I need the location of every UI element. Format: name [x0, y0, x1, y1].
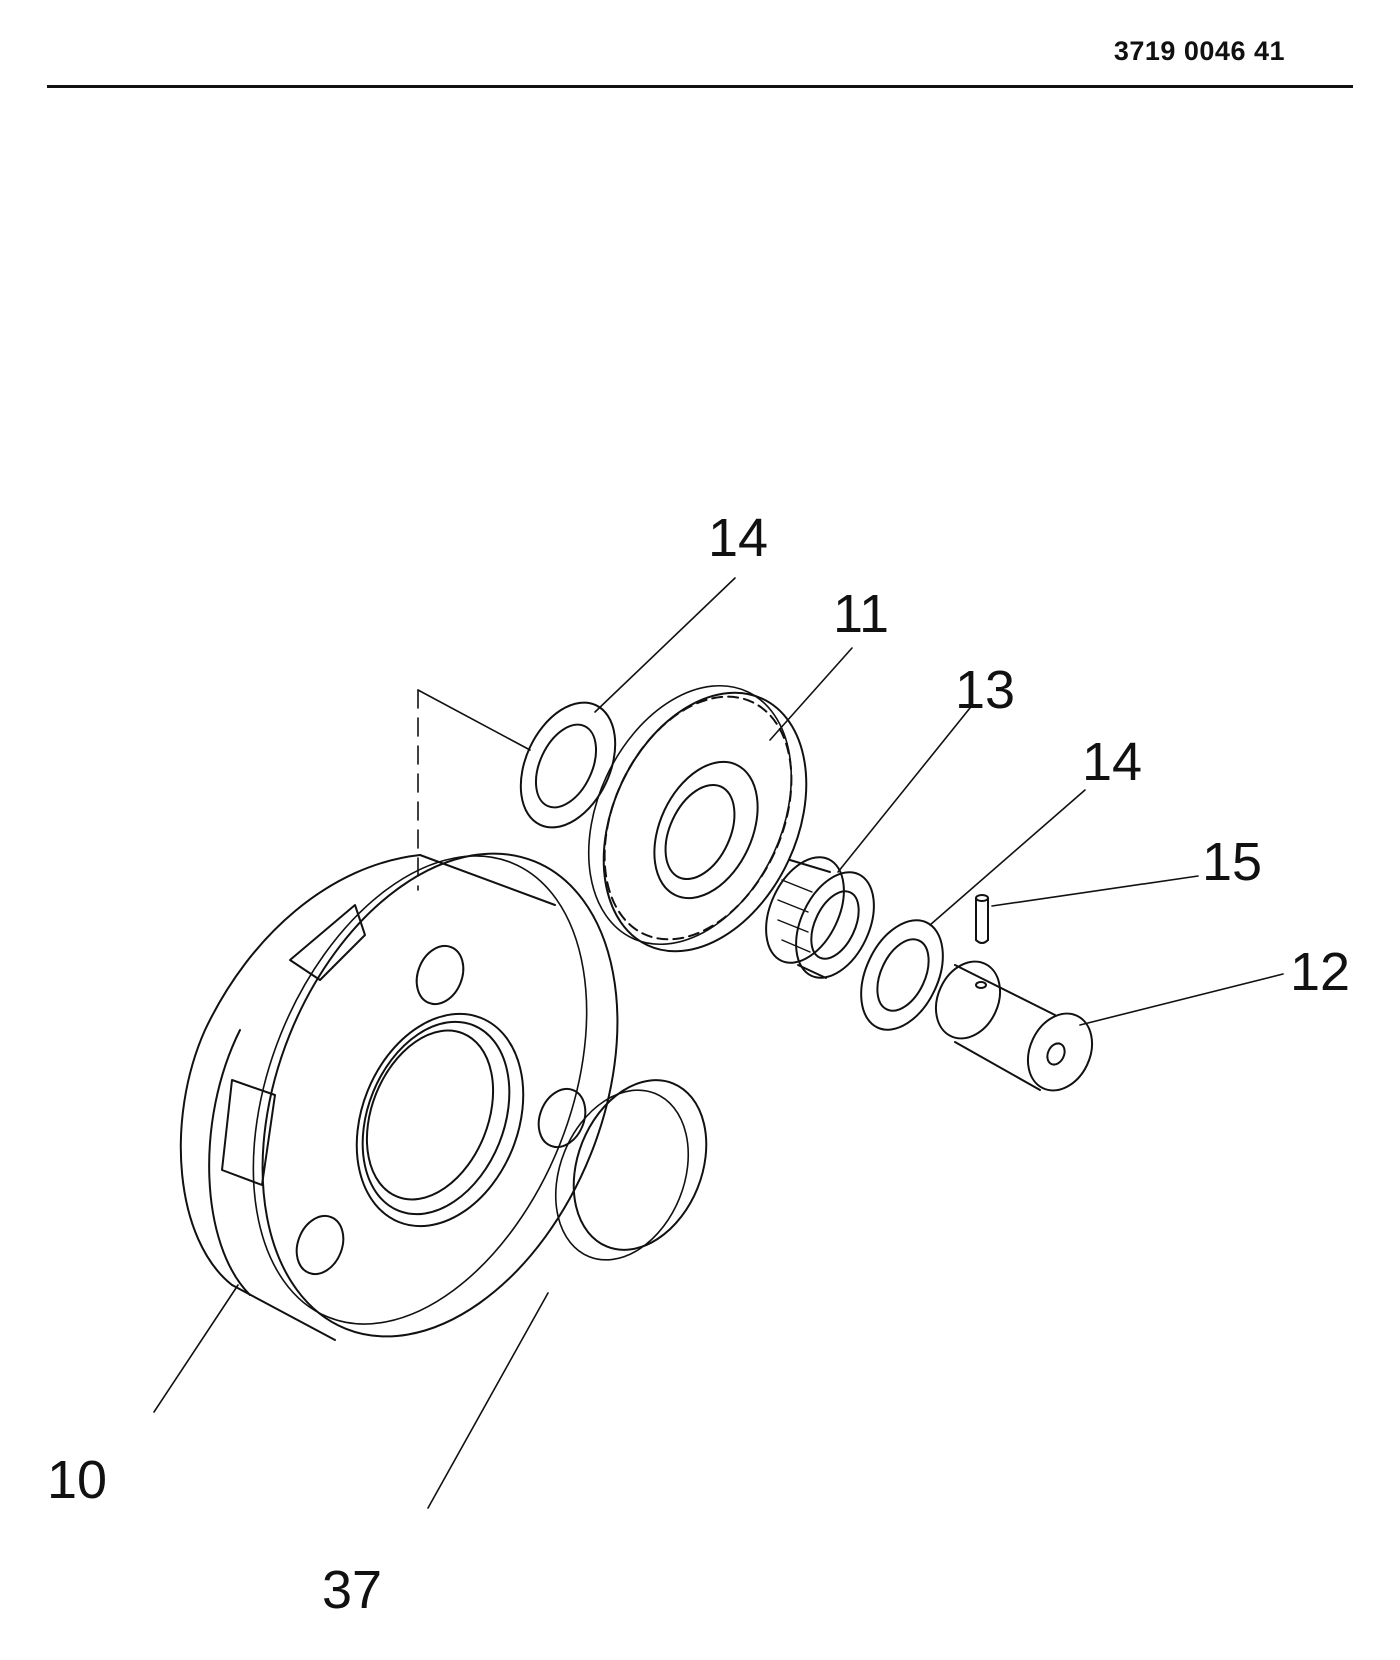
callout-washer-top: 14	[708, 508, 768, 568]
callout-pin: 15	[1202, 832, 1262, 892]
carrier-front-face	[261, 852, 619, 1338]
carrier-hole-2	[537, 1087, 587, 1149]
carrier-back-outline	[179, 854, 421, 1286]
carrier-slot-upper	[289, 904, 366, 981]
assembly-axis-diagonal	[417, 689, 531, 751]
planet-carrier	[179, 852, 619, 1341]
gear-hub-outer	[653, 760, 759, 900]
callout-planet-gear: 11	[833, 584, 889, 644]
leader-cover-plug	[427, 1292, 549, 1509]
planet-shaft	[934, 960, 1094, 1092]
leader-washer-lower	[929, 789, 1086, 926]
document-number: 3719 0046 41	[1113, 36, 1285, 66]
header-rule	[47, 85, 1353, 88]
shaft-end-face	[1026, 1012, 1094, 1092]
carrier-slot-lower	[221, 1079, 276, 1186]
leader-washer-top	[594, 577, 736, 713]
carrier-bore-inner	[365, 1029, 495, 1201]
leader-needle-bearing	[837, 707, 971, 873]
gear-hub-inner	[664, 783, 736, 881]
carrier-hole-3	[295, 1214, 345, 1276]
leader-shaft	[1079, 973, 1284, 1026]
carrier-hole-1	[415, 944, 465, 1006]
shaft-cross-hole	[975, 981, 987, 989]
planet-gear	[587, 684, 808, 953]
shaft-end-hole	[1046, 1042, 1066, 1066]
cover-plug	[554, 1079, 708, 1261]
thrust-washer-top	[519, 701, 617, 829]
carrier-bore-outer	[355, 1012, 525, 1228]
callout-washer-lower: 14	[1082, 732, 1142, 792]
callout-needle-bearing: 13	[955, 660, 1015, 720]
leader-planet-gear	[769, 647, 853, 741]
carrier-bore-step	[361, 1020, 511, 1216]
callout-cover-plug: 37	[322, 1560, 382, 1620]
leader-pin	[991, 875, 1199, 907]
callout-shaft: 12	[1290, 942, 1350, 1002]
thrust-washer-lower	[860, 919, 944, 1031]
leader-planet-carrier	[153, 1284, 239, 1413]
roll-pin	[975, 894, 989, 944]
callout-planet-carrier: 10	[47, 1450, 107, 1510]
needle-bearing	[765, 856, 875, 979]
carrier-rim-line	[208, 1029, 251, 1296]
